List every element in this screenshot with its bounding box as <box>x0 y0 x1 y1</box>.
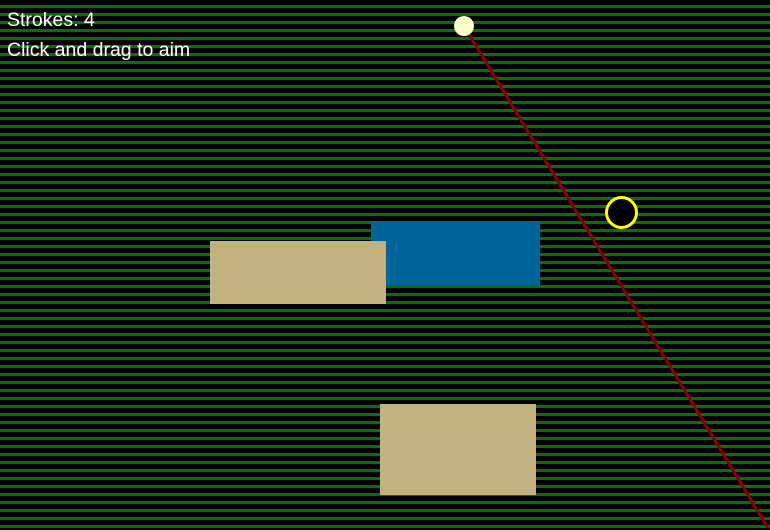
strokes-counter: Strokes: 4 <box>7 9 95 31</box>
sand-trap-left <box>210 241 386 304</box>
golf-hole <box>605 196 638 229</box>
golf-ball[interactable] <box>454 16 474 36</box>
sand-trap-bottom <box>380 404 536 495</box>
instructions-text: Click and drag to aim <box>7 39 191 61</box>
water-hazard <box>371 221 540 285</box>
